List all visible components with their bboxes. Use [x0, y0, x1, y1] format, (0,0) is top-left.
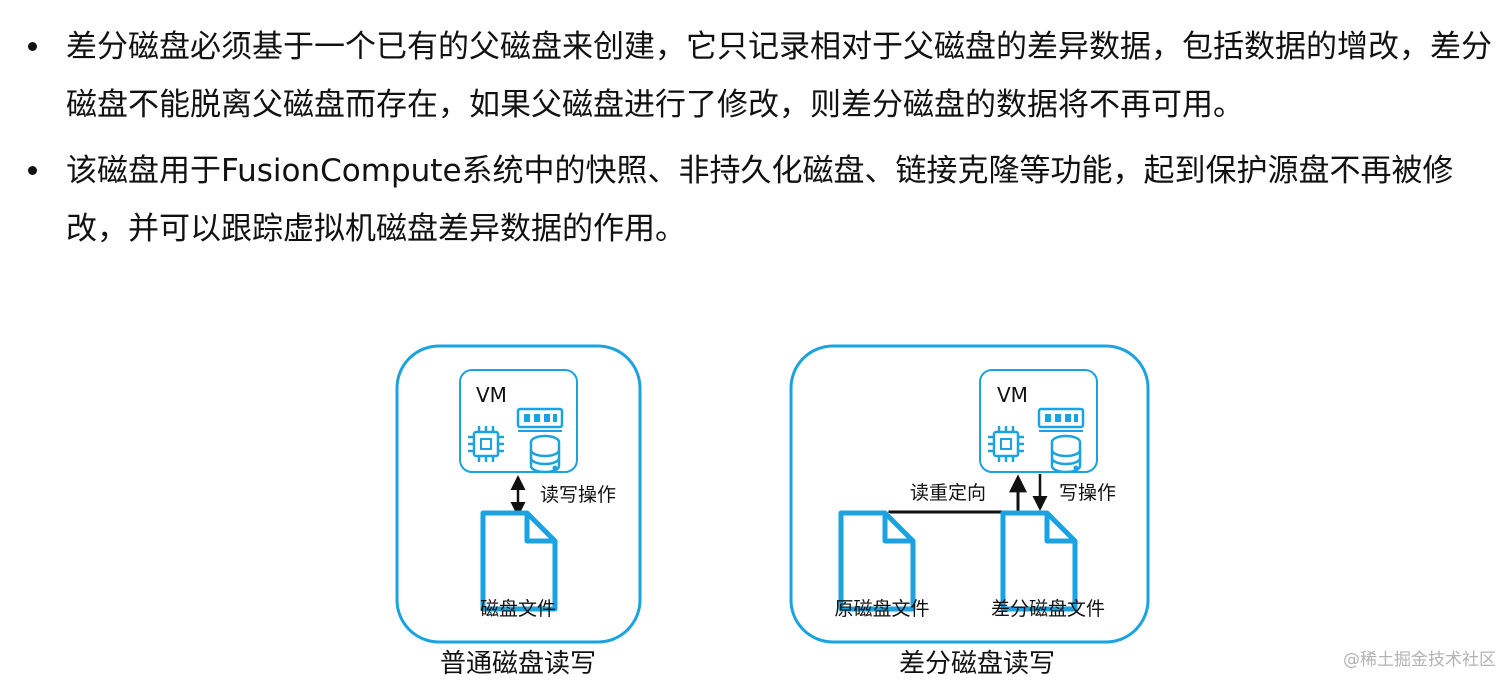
normal-disk-diagram: VM 读写操作 磁盘文件 普通磁盘读写	[395, 344, 642, 679]
read-redirect-arrow	[888, 474, 1027, 514]
database-icon	[529, 434, 561, 474]
normal-caption: 普通磁盘读写	[440, 649, 596, 679]
diff-vm-box	[979, 369, 1098, 473]
diff-outer-frame	[789, 344, 1150, 644]
bullet-text: 该磁盘用于FusionCompute系统中的快照、非持久化磁盘、链接克隆等功能，…	[66, 153, 1454, 247]
normal-vm-label: VM	[476, 383, 507, 407]
memory-icon	[516, 407, 564, 433]
read-write-label: 读写操作	[540, 484, 616, 506]
bullet-text: 差分磁盘必须基于一个已有的父磁盘来创建，它只记录相对于父磁盘的差异数据，包括数据…	[66, 29, 1492, 123]
normal-outer-frame	[395, 344, 642, 644]
watermark: @稀土掘金技术社区	[1343, 650, 1496, 670]
cpu-icon	[986, 424, 1026, 464]
bullet-dot-icon	[28, 166, 37, 175]
memory-icon	[1037, 407, 1085, 433]
bullet-dot-icon	[28, 42, 37, 51]
bullet-list: 差分磁盘必须基于一个已有的父磁盘来创建，它只记录相对于父磁盘的差异数据，包括数据…	[28, 18, 1504, 266]
database-icon	[1050, 434, 1082, 474]
read-redirect-label: 读重定向	[910, 482, 986, 504]
diff-disk-file-icon	[1003, 513, 1075, 609]
diff-vm-label: VM	[997, 383, 1028, 407]
disk-file-icon	[483, 513, 555, 609]
diff-file-label: 差分磁盘文件	[991, 598, 1105, 620]
bullet-item: 该磁盘用于FusionCompute系统中的快照、非持久化磁盘、链接克隆等功能，…	[28, 142, 1504, 258]
normal-vm-box	[459, 369, 578, 473]
write-label: 写操作	[1059, 482, 1116, 504]
bullet-item: 差分磁盘必须基于一个已有的父磁盘来创建，它只记录相对于父磁盘的差异数据，包括数据…	[28, 18, 1504, 134]
diff-disk-diagram: VM 读重定向 写操作 原磁盘文件 差分磁盘文件 差分磁盘读写	[789, 344, 1150, 679]
diff-caption: 差分磁盘读写	[899, 649, 1055, 679]
normal-file-label: 磁盘文件	[480, 598, 556, 620]
original-disk-file-icon	[841, 513, 913, 609]
orig-file-label: 原磁盘文件	[834, 598, 929, 620]
cpu-icon	[466, 424, 506, 464]
